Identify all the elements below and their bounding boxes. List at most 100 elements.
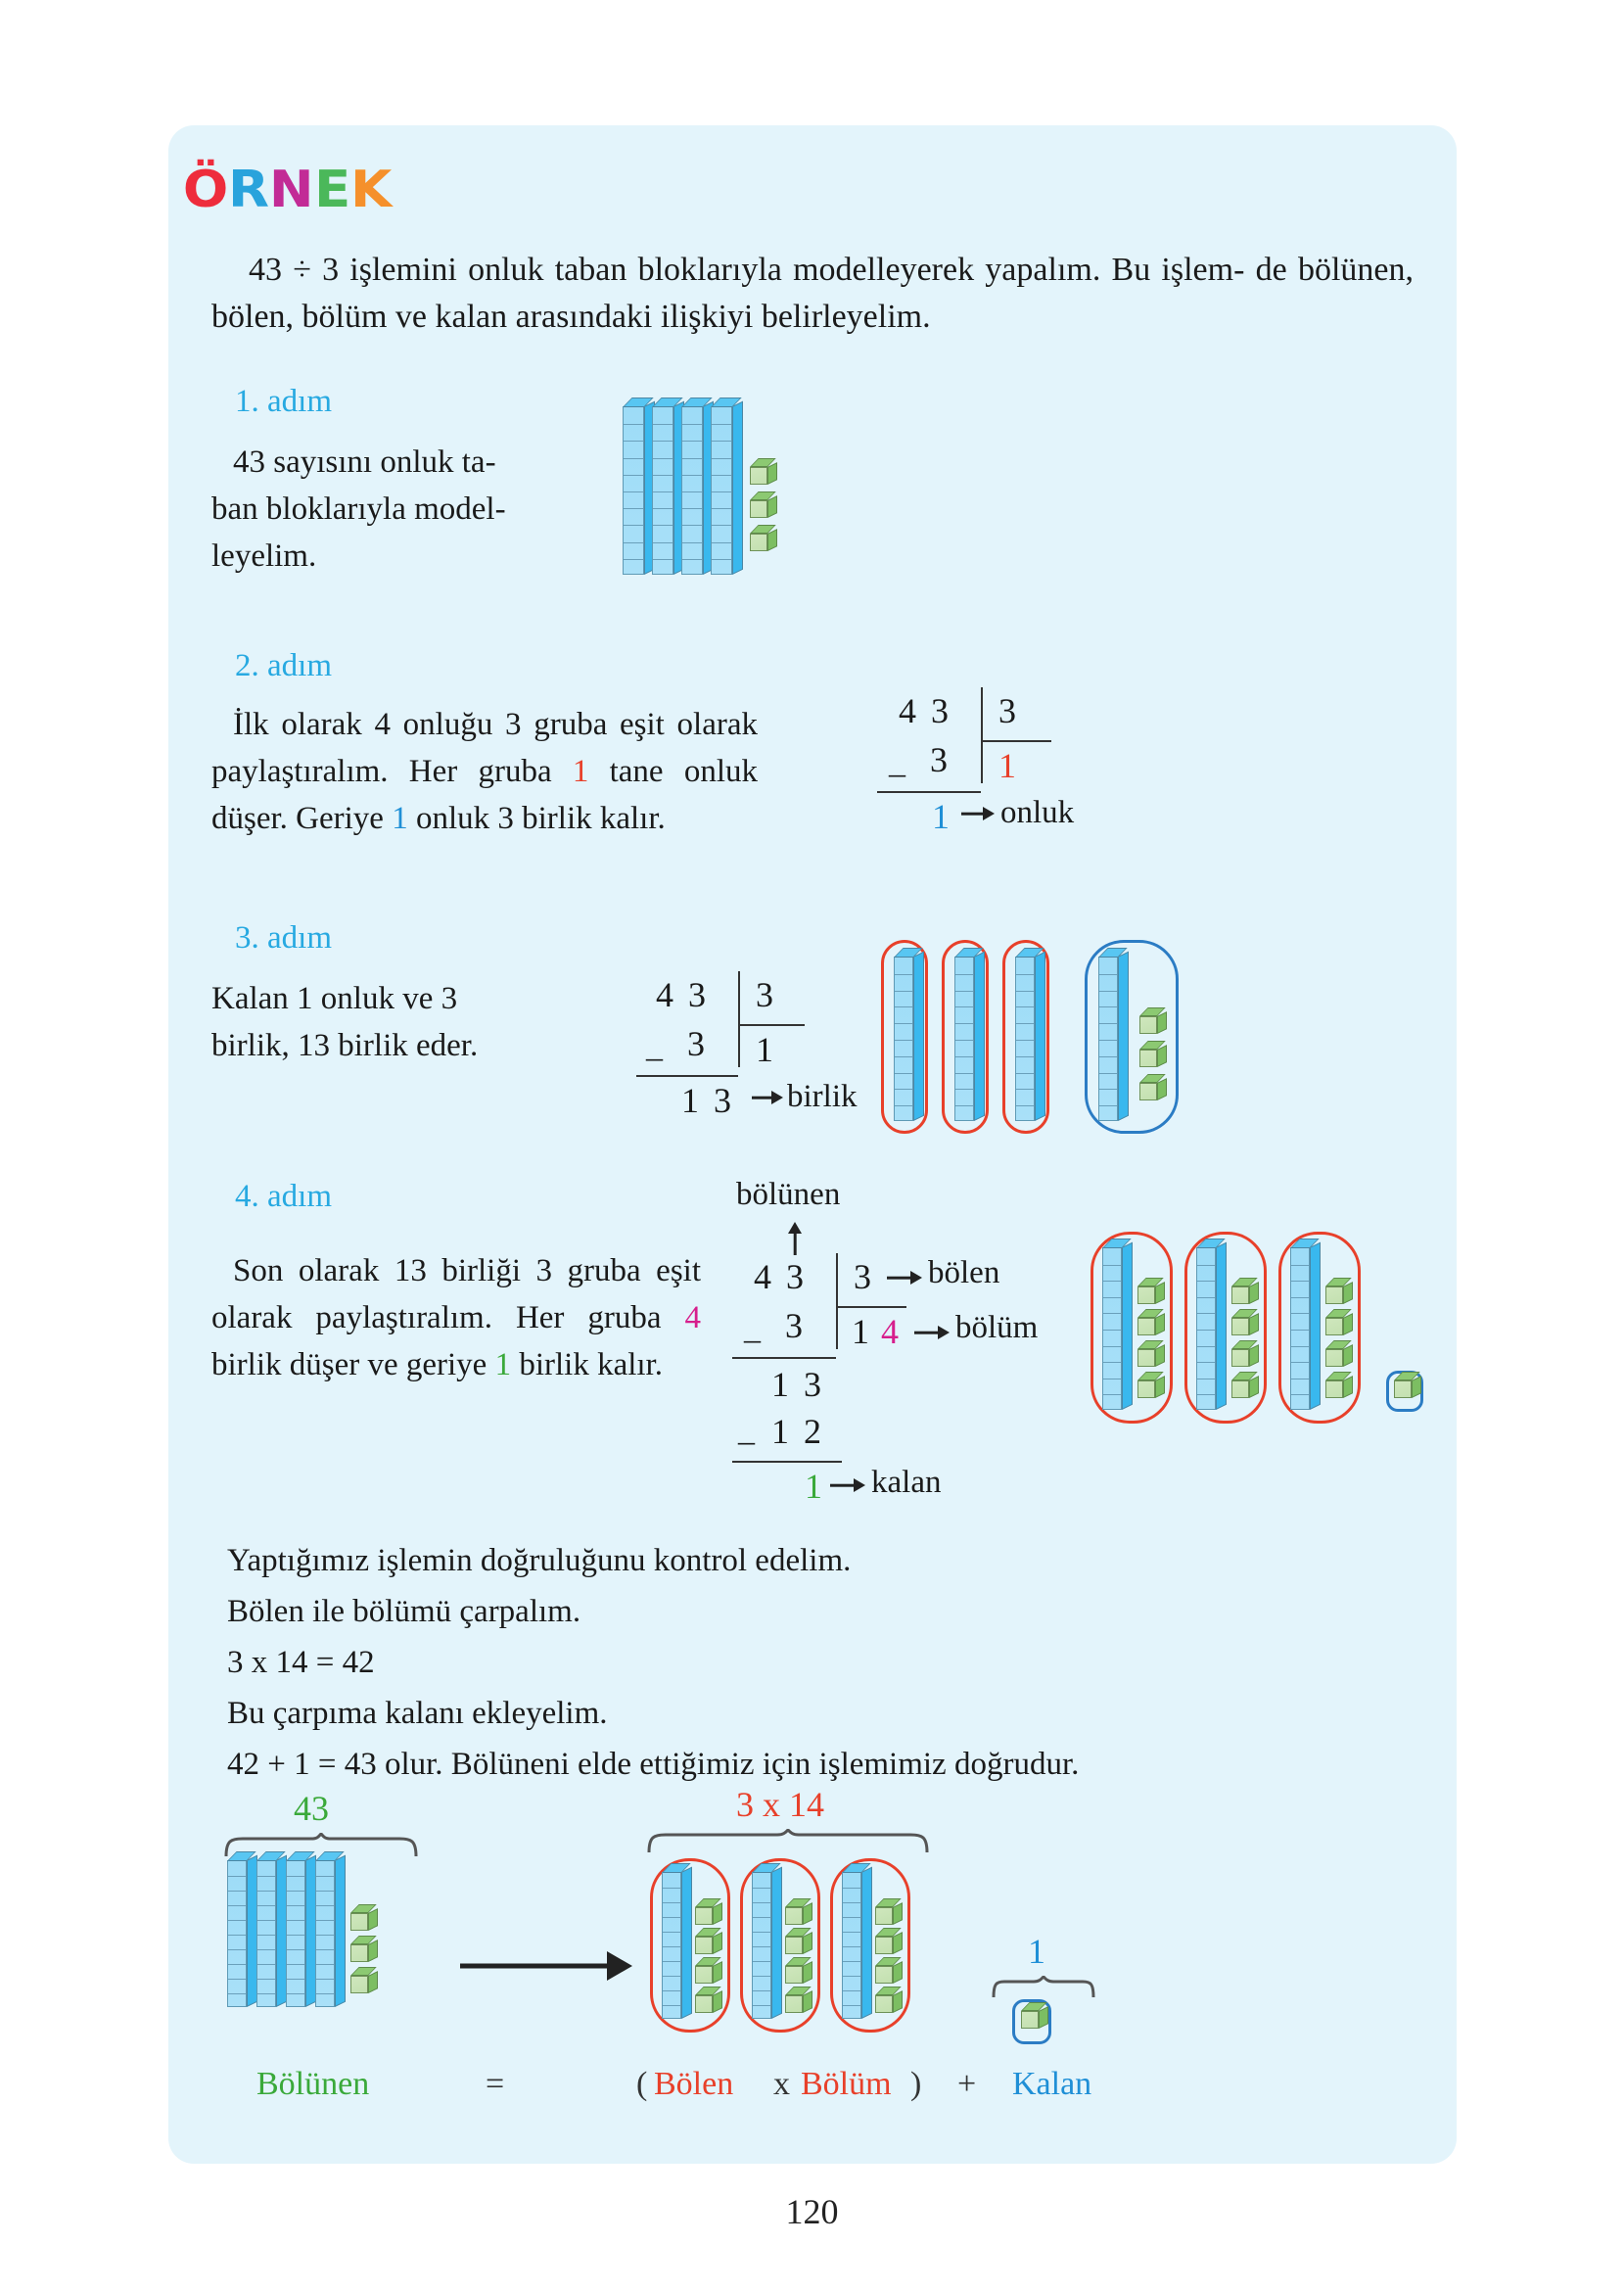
equation-plus: + bbox=[957, 2066, 977, 2102]
step-3-label: 3. adım bbox=[235, 920, 332, 956]
unit-cube bbox=[875, 1987, 903, 2013]
unit-cube bbox=[1325, 1309, 1353, 1335]
text-fragment-4: 1 bbox=[494, 1347, 512, 1383]
equation-open-paren: ( bbox=[636, 2066, 648, 2102]
arrow-up-icon bbox=[783, 1222, 807, 1255]
step-1-line-2: ban bloklarıyla model- bbox=[211, 491, 506, 528]
page-number: 120 bbox=[785, 2192, 839, 2231]
step-4-remainder-label: kalan bbox=[871, 1465, 942, 1500]
equation-equals: = bbox=[486, 2066, 505, 2102]
step-2-text: İlk olarak 4 onluğu 3 gruba eşit olarak … bbox=[211, 701, 758, 843]
check-line-3: 3 x 14 = 42 bbox=[227, 1645, 375, 1680]
division-vline bbox=[981, 687, 984, 783]
ten-rod bbox=[256, 1851, 287, 2007]
equation-times: x bbox=[773, 2066, 790, 2102]
ten-rod bbox=[662, 1863, 692, 2019]
unit-cube bbox=[1021, 2002, 1048, 2029]
title-letter-5: K bbox=[350, 161, 394, 219]
red-group-outline bbox=[881, 940, 928, 1134]
step-3-division: 4 3 3 1 _ 3 1 3 birlik bbox=[636, 969, 930, 1126]
division-hline bbox=[836, 1306, 906, 1309]
unit-cube bbox=[875, 1928, 903, 1954]
division-hline bbox=[981, 740, 1051, 743]
step-2-remainder: 1 bbox=[932, 797, 952, 836]
unit-cube bbox=[1137, 1309, 1165, 1335]
unit-cube bbox=[1325, 1340, 1353, 1367]
step-4-quotient-second: 4 bbox=[881, 1312, 902, 1351]
example-panel bbox=[168, 125, 1457, 2164]
blue-group-outline bbox=[1085, 940, 1179, 1134]
step-2-minus: _ bbox=[889, 744, 908, 780]
title-letter-1: Ö bbox=[182, 161, 231, 219]
unit-cube bbox=[695, 1957, 722, 1984]
unit-cube bbox=[785, 1898, 812, 1925]
step-4-remainder: 1 bbox=[805, 1467, 825, 1506]
unit-cube bbox=[1137, 1372, 1165, 1398]
step-1-text: 43 sayısını onluk ta- ban bloklarıyla mo… bbox=[211, 439, 603, 581]
division-hline-3 bbox=[732, 1461, 842, 1464]
ten-rod bbox=[1102, 1239, 1133, 1410]
check-line-1: Yaptığımız işlemin doğruluğunu kontrol e… bbox=[227, 1543, 852, 1578]
step-1-line-3: leyelim. bbox=[211, 538, 317, 575]
unit-cube bbox=[750, 525, 777, 551]
step-4-dividend-label: bölünen bbox=[736, 1177, 841, 1212]
ten-rod bbox=[1196, 1239, 1227, 1410]
check-line-4: Bu çarpıma kalanı ekleyelim. bbox=[227, 1696, 608, 1731]
summary-right-value: 1 bbox=[1028, 1932, 1045, 1971]
unit-cube bbox=[1139, 1007, 1167, 1034]
intro-line-2: de bölünen, bölen, bölüm ve kalan arasın… bbox=[211, 252, 1414, 336]
intro-line-1: 43 ÷ 3 işlemini onluk taban bloklarıyla … bbox=[249, 252, 1245, 288]
ten-rod bbox=[315, 1851, 346, 2007]
red-group-outline bbox=[1278, 1232, 1361, 1424]
blue-group-outline bbox=[1012, 1999, 1051, 2044]
unit-cube bbox=[785, 1957, 812, 1984]
text-fragment-5: onluk 3 birlik kalır. bbox=[407, 801, 666, 837]
step-3-quotient: 1 bbox=[756, 1030, 776, 1069]
ten-rod bbox=[1015, 948, 1045, 1121]
ten-rod bbox=[711, 397, 743, 575]
ten-rod bbox=[652, 397, 684, 575]
text-fragment-3: tane onluk düşer. Geriye bbox=[211, 754, 758, 837]
step-2-label: 2. adım bbox=[235, 648, 332, 683]
unit-cube bbox=[785, 1987, 812, 2013]
ten-rod bbox=[623, 397, 655, 575]
unit-cube bbox=[695, 1898, 722, 1925]
unit-cube bbox=[1231, 1278, 1259, 1304]
text-fragment-1: Son olarak 13 birliği 3 gruba eşit olara… bbox=[211, 1253, 701, 1336]
text-fragment-2: 1 bbox=[572, 754, 589, 790]
red-group-outline bbox=[942, 940, 989, 1134]
step-1-line-1: 43 sayısını onluk ta- bbox=[233, 444, 496, 480]
text-fragment-2: 4 bbox=[684, 1300, 702, 1336]
red-group-outline bbox=[740, 1858, 820, 2033]
step-2-dividend: 4 3 bbox=[899, 691, 951, 730]
check-line-2: Bölen ile bölümü çarpalım. bbox=[227, 1594, 581, 1629]
step-4-divisor: 3 bbox=[854, 1257, 874, 1296]
summary-right-brace bbox=[991, 1974, 1096, 2004]
step-3-divisor: 3 bbox=[756, 975, 776, 1014]
step-3-dividend: 4 3 bbox=[656, 975, 709, 1014]
unit-cube bbox=[750, 458, 777, 485]
ten-rod bbox=[681, 397, 714, 575]
intro-paragraph: 43 ÷ 3 işlemini onluk taban bloklarıyla … bbox=[211, 247, 1414, 342]
title-letter-2: R bbox=[228, 161, 272, 219]
summary-middle-brace bbox=[646, 1827, 930, 1859]
red-group-outline bbox=[650, 1858, 730, 2033]
step-4-quotient-first: 1 bbox=[852, 1312, 872, 1351]
unit-cube bbox=[1139, 1074, 1167, 1100]
ten-rod bbox=[1098, 948, 1129, 1121]
equation-bolen: Bölen bbox=[654, 2066, 734, 2102]
unit-cube bbox=[750, 491, 777, 518]
step-2-subtrahend: 3 bbox=[930, 740, 951, 779]
step-3-line-1: Kalan 1 onluk ve 3 bbox=[211, 981, 458, 1016]
arrow-right-icon bbox=[961, 801, 997, 826]
division-hline-2 bbox=[877, 791, 981, 794]
unit-cube bbox=[1325, 1278, 1353, 1304]
unit-cube bbox=[1137, 1278, 1165, 1304]
step-4-division: bölünen 4 3 3 bölen 1 4 bölüm _ 3 1 3 _ … bbox=[724, 1179, 1136, 1512]
ten-rod bbox=[752, 1863, 782, 2019]
step-3-remainder-label: birlik bbox=[787, 1079, 858, 1114]
ten-rod bbox=[894, 948, 924, 1121]
equation-bolum: Bölüm bbox=[801, 2066, 892, 2102]
step-3-line-2: birlik, 13 birlik eder. bbox=[211, 1028, 479, 1064]
